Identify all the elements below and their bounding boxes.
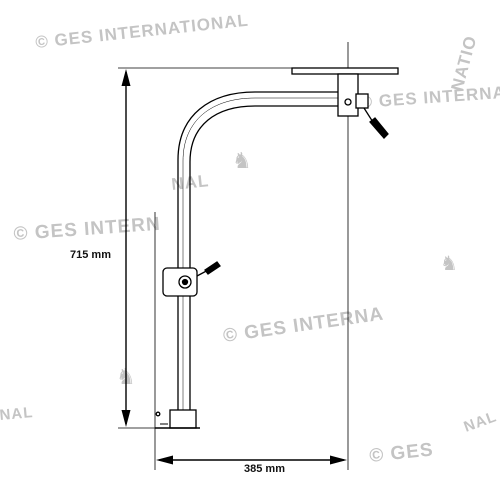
head-clamp-block <box>337 73 359 117</box>
width-arrow-right <box>330 455 347 465</box>
top-mounting-plate <box>291 67 399 75</box>
height-dimension <box>118 67 398 429</box>
base-screw <box>155 411 161 417</box>
watermark-logo-mark: ♞ <box>440 253 458 275</box>
watermark-top-left: © GES INTERNATIONAL <box>34 11 249 52</box>
watermark-layer: © GES INTERNATIONAL © GES INTERN © GES I… <box>0 11 500 467</box>
watermark-logo-mark: ♞ <box>232 148 252 173</box>
bent-tube-inner-wall <box>189 105 342 418</box>
lower-clamp-bolt <box>181 278 189 286</box>
watermark-bottom-right: © GES <box>368 439 434 467</box>
stand-assembly <box>155 67 399 429</box>
head-clamp-lever-grip <box>369 117 389 139</box>
watermark-center: © GES INTERNA <box>222 304 385 347</box>
head-clamp-collar <box>355 93 369 109</box>
bent-tube-highlight <box>182 97 340 410</box>
watermark-left-middle: © GES INTERN <box>13 214 162 245</box>
base-socket <box>169 409 197 429</box>
head-clamp-bolt <box>344 98 352 106</box>
watermark-bottom-far-right: NAL <box>462 408 500 436</box>
height-arrow-top <box>121 69 131 86</box>
lower-clamp-lever-grip <box>204 261 221 275</box>
width-dimension-label: 385 mm <box>244 463 285 475</box>
width-dimension <box>154 42 349 470</box>
width-arrow-left <box>156 455 173 465</box>
watermark-right-top: © GES INTERNA <box>359 83 500 112</box>
height-arrow-bottom <box>121 410 131 427</box>
height-dimension-label: 715 mm <box>70 249 111 261</box>
watermark-bottom-left: NAL <box>0 404 34 424</box>
bent-tube-outer-wall <box>177 91 342 418</box>
